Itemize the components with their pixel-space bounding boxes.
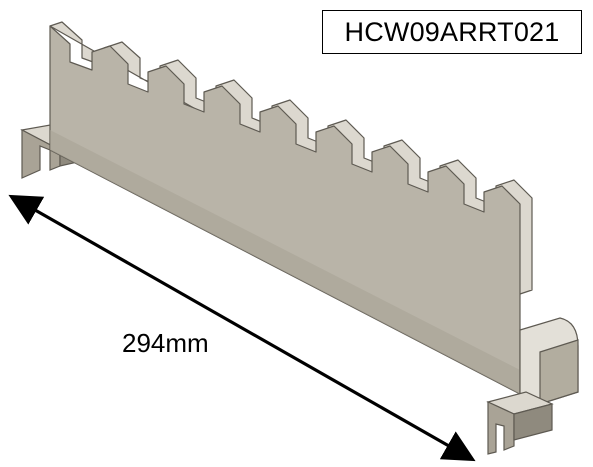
dimension-label: 294mm — [122, 328, 209, 358]
right-foot-bracket — [486, 391, 554, 455]
part-code-label: HCW09ARRT021 — [344, 16, 560, 47]
part-code-box: HCW09ARRT021 — [322, 10, 582, 54]
dimension-arrow — [8, 194, 476, 462]
right-end-block — [519, 317, 579, 405]
